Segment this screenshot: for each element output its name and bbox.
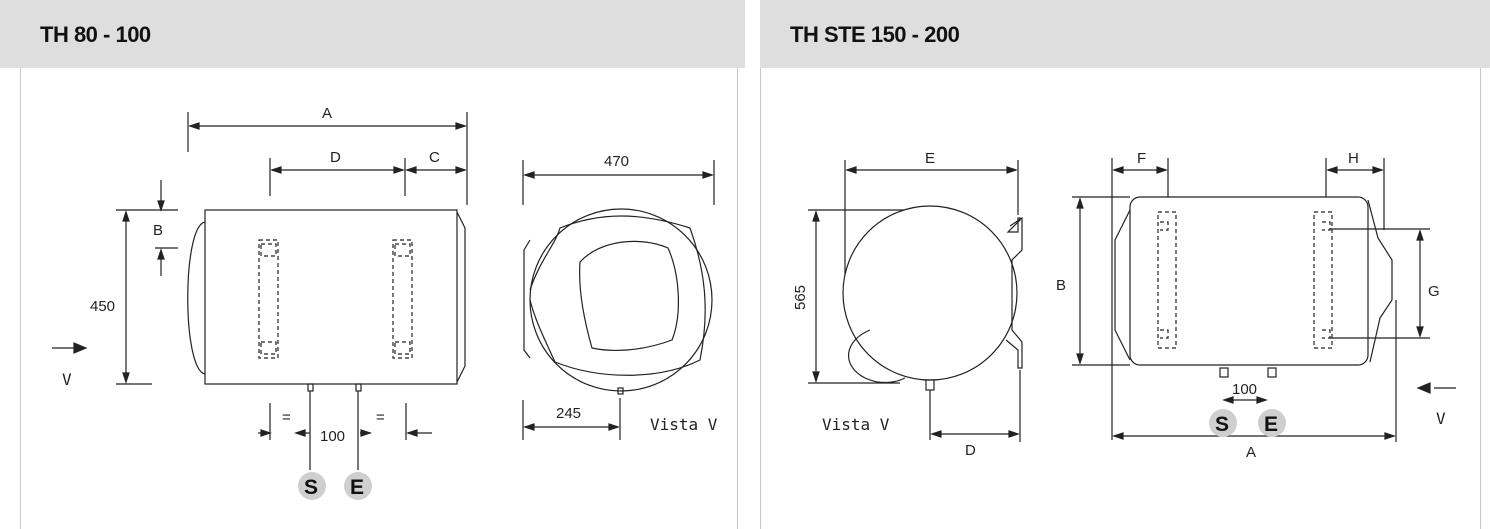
badge-s: [1209, 409, 1237, 437]
diagram-th-80-100: A D C B 450 V: [52, 105, 718, 500]
panel-title: TH STE 150 - 200: [790, 22, 960, 47]
tank-body: [1129, 196, 1369, 366]
dim-d-label: D: [965, 442, 976, 459]
tank-left-cap: [187, 221, 206, 375]
badge-s-label: S: [304, 476, 318, 499]
spacing-arrow-left: [260, 429, 272, 437]
outlet-fitting: [307, 383, 314, 392]
dim-b-arrow-top: [157, 200, 165, 212]
inlet-fitting: [1267, 367, 1277, 378]
dim-b-label: B: [153, 222, 163, 239]
spacing-100-arrows: [1222, 396, 1268, 404]
frame-right-border: [1480, 68, 1481, 529]
panel-header: TH STE 150 - 200: [760, 0, 1490, 68]
dim-g-arrows: [1416, 229, 1424, 338]
view-arrow-head: [1416, 382, 1431, 394]
dim-565-label: 565: [792, 285, 809, 310]
dim-b-label: B: [1056, 277, 1066, 294]
dim-245-arrows: [523, 423, 620, 431]
outlet-fitting: [1219, 367, 1229, 378]
tank-left-cap: [1114, 209, 1131, 361]
side-view-bracket-top: [1006, 217, 1021, 233]
heating-element-right: [392, 239, 413, 359]
badge-e: [344, 472, 372, 500]
dim-h-label: H: [1348, 150, 1359, 167]
view-arrow-label: V: [1436, 409, 1446, 428]
dim-d-arrows: [270, 166, 405, 174]
dim-d-arrows: [930, 430, 1020, 438]
side-view-foot: [847, 329, 906, 384]
view-arrow-head: [73, 342, 88, 354]
dim-d-label: D: [330, 149, 341, 166]
side-view-fitting: [925, 379, 935, 391]
spacing-arrow-right: [406, 429, 418, 437]
heating-element-left: [1157, 211, 1177, 349]
inlet-fitting: [355, 383, 362, 392]
badge-e-label: E: [1264, 413, 1278, 436]
frame-right-border: [737, 68, 738, 529]
side-view-bracket: [1005, 216, 1023, 369]
dim-450-label: 450: [90, 298, 115, 315]
dim-h-arrows: [1326, 166, 1384, 174]
dim-a-arrows: [188, 122, 467, 130]
dim-a-label: A: [1246, 444, 1256, 461]
dim-245-label: 245: [556, 405, 581, 422]
side-view-shell-inner: [579, 240, 679, 351]
vista-v-label: Vista V: [822, 415, 890, 434]
dim-565-arrows: [812, 210, 820, 383]
dim-a-arrows: [1112, 432, 1396, 440]
side-view-fitting: [617, 387, 624, 395]
dim-c-arrows: [405, 166, 467, 174]
heating-element-left: [258, 239, 279, 359]
dim-c-label: C: [429, 149, 440, 166]
dim-a-label: A: [322, 105, 332, 122]
badge-e-label: E: [350, 476, 364, 499]
frame-left-border: [20, 68, 21, 529]
dim-e-arrows: [845, 166, 1018, 174]
tank-body: [204, 209, 458, 385]
spacing-100-label: 100: [1232, 381, 1257, 398]
badge-e: [1258, 409, 1286, 437]
dim-g-label: G: [1428, 283, 1440, 300]
heating-element-right: [1313, 211, 1333, 349]
dim-b-arrows: [1076, 197, 1084, 365]
dim-b-arrow-bottom: [157, 248, 165, 260]
frame-left-border: [760, 68, 761, 529]
panel-th-ste-150-200: TH STE 150 - 200 E 565 D Vista V F: [760, 0, 1490, 529]
tank-right-cap: [456, 211, 466, 383]
side-view-shell-outer: [529, 215, 706, 376]
panel-th-80-100: TH 80 - 100 A D C B 450: [0, 0, 745, 529]
spacing-arrow-mid-right: [360, 429, 372, 437]
tank-right-cap: [1367, 199, 1393, 363]
dim-f-label: F: [1137, 150, 1146, 167]
panel-header: TH 80 - 100: [0, 0, 745, 68]
dim-450-arrows: [122, 210, 130, 384]
spacing-arrow-mid-left: [294, 429, 306, 437]
panel-title: TH 80 - 100: [40, 22, 151, 47]
dim-e-label: E: [925, 150, 935, 167]
spacing-100-label: 100: [320, 428, 345, 445]
dim-470-label: 470: [604, 153, 629, 170]
badge-s-label: S: [1215, 413, 1229, 436]
view-arrow-label: V: [62, 370, 72, 389]
dim-f-arrows: [1112, 166, 1168, 174]
dim-470-arrows: [523, 171, 714, 179]
spacing-eq-left: =: [282, 409, 291, 426]
spacing-eq-right: =: [376, 409, 385, 426]
side-view-bracket: [523, 239, 531, 359]
side-view-circle: [842, 205, 1018, 381]
diagram-th-ste-150-200: E 565 D Vista V F H B: [792, 150, 1456, 461]
vista-v-label: Vista V: [650, 415, 718, 434]
badge-s: [298, 472, 326, 500]
